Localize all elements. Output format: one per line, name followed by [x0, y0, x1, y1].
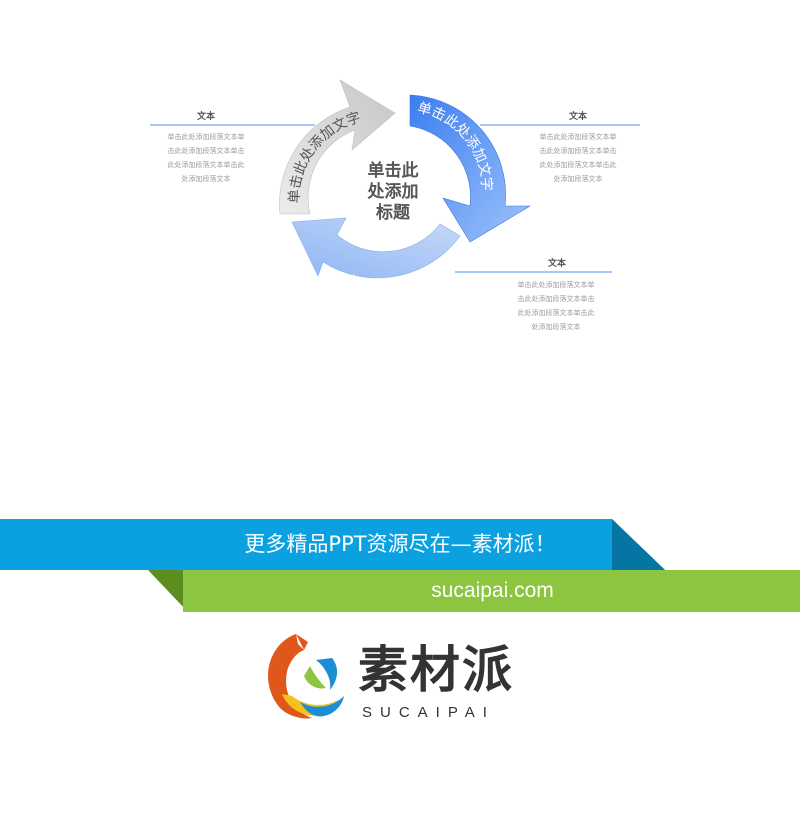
callout-body-right-top: 单击此处添加段落文本单 击此处添加段落文本单击 此处添加段落文本单击此 处添加段… — [539, 133, 617, 183]
cycle-diagram: 单击此处添加文字 单击此处添加文字 单击此处添加文字 单击此 处添加 标题 — [150, 79, 640, 306]
logo-name-en: SUCAIPAI — [362, 704, 495, 721]
center-title-line-1: 单击此 — [368, 160, 419, 181]
fox-logo-icon — [268, 634, 344, 719]
center-title-line-3: 标题 — [376, 202, 411, 223]
banner-green-fold — [148, 570, 188, 612]
callout-body-left: 单击此处添加段落文本单 击此处添加段落文本单击 此处添加段落文本单击此 处添加段… — [167, 133, 245, 183]
banner-headline[interactable]: 更多精品PPT资源尽在—素材派！ — [244, 532, 556, 556]
callout-title-left: 文本 — [196, 112, 215, 122]
callout-title-right-bottom: 文本 — [547, 259, 566, 269]
cycle-arrow-blue — [409, 94, 532, 243]
center-title-line-2: 处添加 — [367, 181, 419, 202]
callout-body-right-bottom: 单击此处添加段落文本单 击此处添加段落文本单击 此处添加段落文本单击此 处添加段… — [517, 281, 595, 331]
cycle-arrow-light-blue — [291, 217, 461, 279]
banner-url-link[interactable]: sucaipai.com — [431, 579, 554, 602]
callout-title-right-top: 文本 — [568, 112, 587, 122]
banner-blue — [0, 519, 665, 570]
cycle-arrow-gray — [279, 79, 396, 215]
banner-green — [183, 570, 800, 612]
logo-name-cn: 素材派 — [358, 641, 514, 699]
